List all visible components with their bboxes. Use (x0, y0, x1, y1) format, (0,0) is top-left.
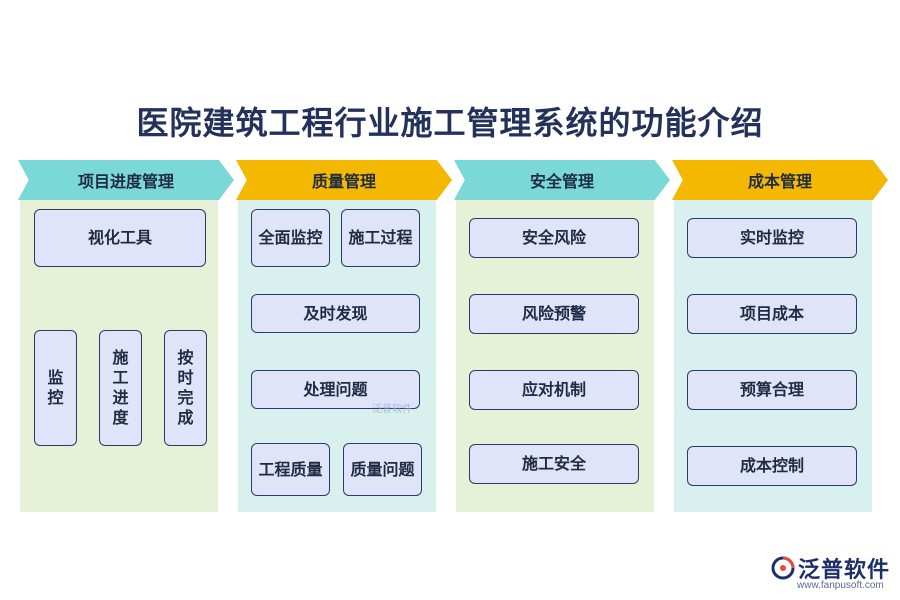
item-box: 施工过程 (341, 209, 420, 267)
column-header: 成本管理 (672, 160, 888, 200)
column-header: 质量管理 (236, 160, 452, 200)
item-box: 监控 (34, 330, 77, 446)
item-box: 成本控制 (687, 446, 857, 486)
item-box: 项目成本 (687, 294, 857, 334)
item-box: 处理问题 (251, 370, 420, 409)
logo-url: www.fanpusoft.com (797, 580, 884, 591)
item-box: 全面监控 (251, 209, 330, 267)
item-box: 按时 完成 (164, 330, 207, 446)
watermark: 泛普软件 (372, 404, 412, 415)
item-box: 应对机制 (469, 370, 639, 410)
item-box: 工程质量 (251, 443, 330, 496)
brand-logo: 泛普软件 (770, 552, 890, 584)
item-box: 施工安全 (469, 444, 639, 484)
item-box: 预算合理 (687, 370, 857, 410)
item-box: 视化工具 (34, 209, 206, 267)
logo-name: 泛普软件 (798, 558, 891, 583)
column-header: 项目进度管理 (18, 160, 234, 200)
column-header: 安全管理 (454, 160, 670, 200)
item-box: 风险预警 (469, 294, 639, 334)
fanpu-logo-icon (771, 556, 795, 580)
item-box: 施工 进度 (99, 330, 142, 446)
item-box: 实时监控 (687, 218, 857, 258)
item-box: 安全风险 (469, 218, 639, 258)
page-title: 医院建筑工程行业施工管理系统的功能介绍 (136, 104, 764, 142)
item-box: 及时发现 (251, 294, 420, 333)
item-box: 质量问题 (343, 443, 422, 496)
